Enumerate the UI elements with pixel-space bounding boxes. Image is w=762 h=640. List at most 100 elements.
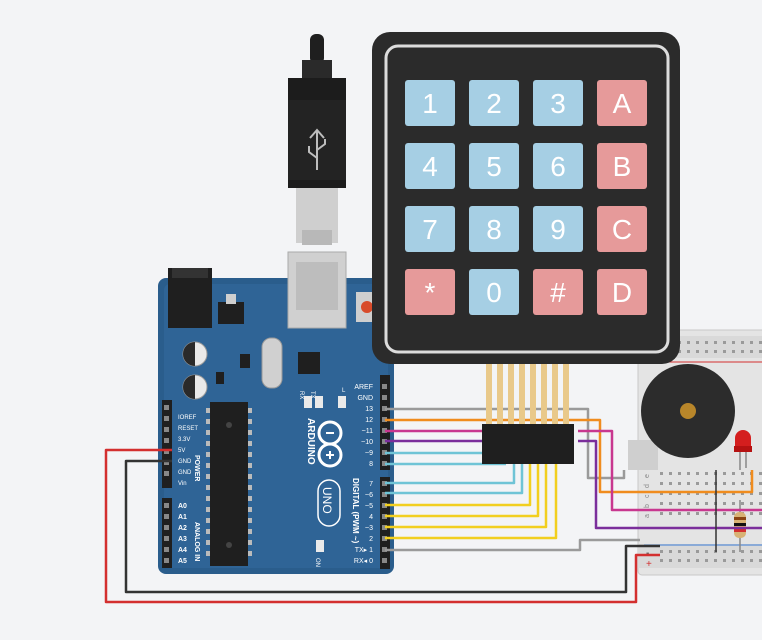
digital-header-label: DIGITAL (PWM ~) — [351, 478, 360, 544]
analog-pin-label: A1 — [178, 514, 187, 521]
power-pin-label: Vin — [178, 481, 187, 487]
key-label: * — [425, 277, 436, 308]
arduino-model-label: UNO — [320, 487, 334, 514]
digital-pin-label: TX▸ 1 — [355, 547, 373, 554]
piezo-buzzer[interactable] — [628, 364, 735, 470]
key-star[interactable]: * — [405, 269, 455, 315]
breadboard-row-a: a — [644, 514, 651, 518]
key-label: # — [550, 277, 566, 308]
digital-pin-label: ~9 — [365, 450, 373, 457]
key-label: 3 — [550, 88, 566, 119]
power-pin-label: IOREF — [178, 415, 197, 421]
digital-pin-label: ~3 — [365, 525, 373, 532]
key-label: 7 — [422, 214, 438, 245]
arduino-brand-label: ARDUINO — [305, 418, 316, 465]
analog-pin-label: A0 — [178, 503, 187, 510]
analog-pin-label: A4 — [178, 547, 187, 554]
wire-pin4 — [385, 462, 540, 518]
wire-pin11-b — [578, 429, 762, 512]
power-pin-label: GND — [178, 459, 192, 465]
digital-pin-label: ~5 — [365, 503, 373, 510]
usb-cable[interactable] — [288, 34, 346, 245]
digital-pin-label: ~10 — [361, 439, 373, 446]
arduino-infinity-icon — [317, 420, 343, 468]
digital-pin-label: 12 — [365, 417, 373, 424]
key-3[interactable]: 3 — [533, 80, 583, 126]
key-1[interactable]: 1 — [405, 80, 455, 126]
wires[interactable] — [104, 407, 762, 604]
key-4[interactable]: 4 — [405, 143, 455, 189]
digital-pin-label: 4 — [369, 514, 373, 521]
wire-pin5 — [385, 462, 532, 507]
digital-pin-label: AREF — [354, 384, 373, 391]
digital-pin-label: 8 — [369, 461, 373, 468]
key-7[interactable]: 7 — [405, 206, 455, 252]
key-label: 1 — [422, 88, 438, 119]
power-pin-label: GND — [178, 470, 192, 476]
breadboard-row-c: c — [644, 494, 651, 498]
key-9[interactable]: 9 — [533, 206, 583, 252]
key-label: D — [612, 277, 632, 308]
rx-label: RX — [298, 391, 304, 399]
analog-pin-label: A2 — [178, 525, 187, 532]
analog-pin-label: A3 — [178, 536, 187, 543]
key-A[interactable]: A — [597, 80, 647, 126]
key-8[interactable]: 8 — [469, 206, 519, 252]
power-pin-label: RESET — [178, 426, 198, 432]
resistor[interactable] — [734, 500, 746, 552]
key-6[interactable]: 6 — [533, 143, 583, 189]
wire-pin2 — [385, 462, 558, 540]
l-led-label: L — [342, 388, 346, 394]
wire-gnd — [124, 459, 660, 594]
on-led-label: ON — [314, 558, 320, 567]
key-label: 4 — [422, 151, 438, 182]
arduino-uno-board[interactable]: RX TX L ARDUINO UNO ON POWER ANALOG IN D… — [158, 251, 394, 574]
key-label: C — [612, 214, 632, 245]
wire-5v — [104, 448, 660, 604]
breadboard-minus-label: - — [646, 548, 649, 559]
key-2[interactable]: 2 — [469, 80, 519, 126]
breadboard-row-b: b — [644, 504, 651, 508]
power-pin-label: 5V — [178, 448, 185, 454]
wire-pin3 — [385, 462, 548, 529]
power-pin-label: 3.3V — [178, 437, 190, 443]
key-label: 8 — [486, 214, 502, 245]
digital-pin-label: ~11 — [362, 428, 373, 435]
key-label: 9 — [550, 214, 566, 245]
digital-pin-label: 13 — [365, 406, 373, 413]
breadboard-row-e: e — [644, 474, 651, 478]
key-label: 6 — [550, 151, 566, 182]
digital-pin-label: ~6 — [365, 492, 373, 499]
keypad-4x4[interactable]: 1 2 3 A 4 5 6 B 7 8 9 C * 0 # D — [372, 32, 680, 364]
red-led[interactable] — [734, 430, 752, 470]
key-5[interactable]: 5 — [469, 143, 519, 189]
wire-pin12 — [385, 418, 754, 494]
breadboard-row-d: d — [644, 484, 651, 488]
wire-pin7 — [385, 462, 516, 485]
analog-header-label: ANALOG IN — [193, 522, 200, 561]
key-label: 0 — [486, 277, 502, 308]
tx-label: TX — [309, 391, 315, 399]
digital-pin-label: RX◂ 0 — [354, 558, 373, 565]
key-label: 2 — [486, 88, 502, 119]
power-header-label: POWER — [193, 455, 200, 481]
analog-pin-label: A5 — [178, 558, 187, 565]
key-label: B — [613, 151, 632, 182]
wire-pin10-b — [578, 439, 762, 530]
breadboard-plus-label: + — [646, 559, 652, 570]
key-C[interactable]: C — [597, 206, 647, 252]
digital-pin-label: 7 — [369, 481, 373, 488]
wire-pin1 — [385, 538, 640, 552]
key-hash[interactable]: # — [533, 269, 583, 315]
usb-icon — [308, 128, 326, 170]
key-label: A — [613, 88, 632, 119]
key-D[interactable]: D — [597, 269, 647, 315]
key-label: 5 — [486, 151, 502, 182]
wire-pin6 — [385, 462, 524, 495]
key-0[interactable]: 0 — [469, 269, 519, 315]
digital-pin-label: GND — [357, 395, 373, 402]
digital-pin-label: 2 — [369, 536, 373, 543]
keypad-connector[interactable] — [482, 364, 574, 464]
key-B[interactable]: B — [597, 143, 647, 189]
